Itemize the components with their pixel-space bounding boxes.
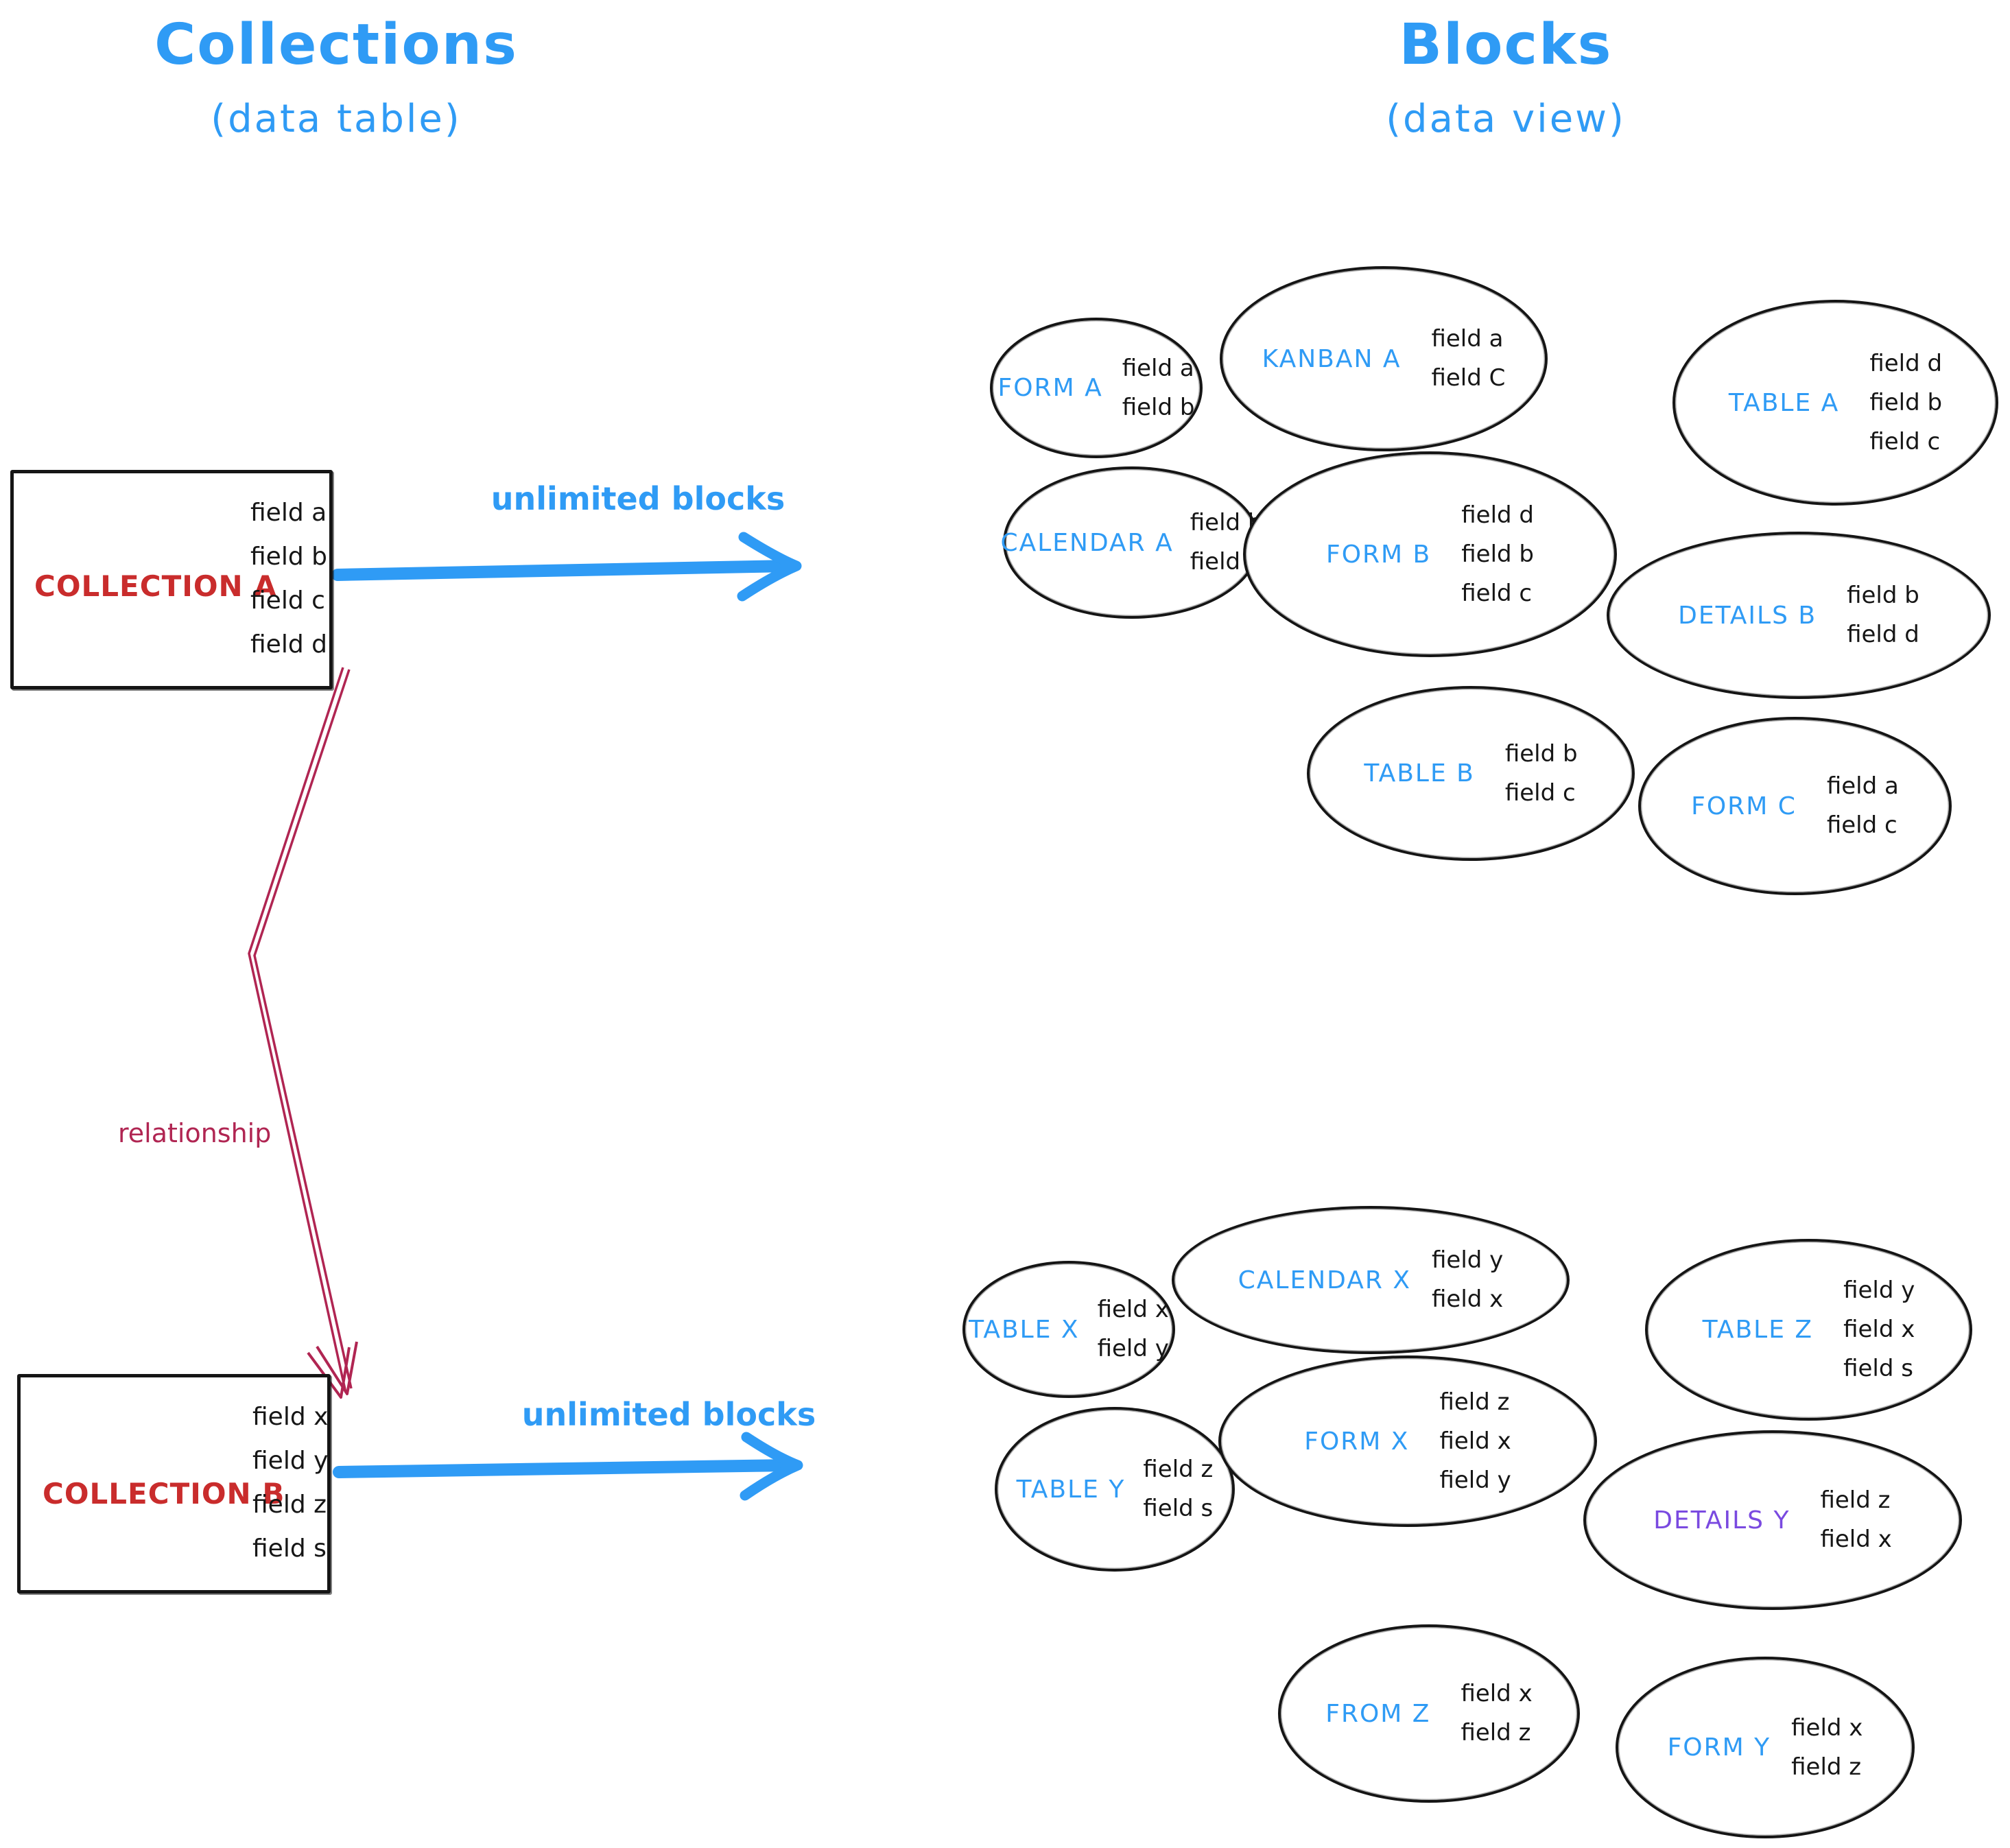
field: field a: [250, 499, 327, 527]
block-form-c: FORM C field a field c: [1638, 717, 1952, 895]
field: field s: [252, 1535, 327, 1563]
field: field y: [252, 1447, 329, 1475]
block-fields: field x field z: [1791, 1714, 1863, 1781]
unlimited-blocks-label-bottom: unlimited blocks: [521, 1396, 816, 1433]
block-fields: field x field z: [1461, 1680, 1533, 1746]
block-fields: field y field x: [1432, 1246, 1504, 1313]
collection-a-box: COLLECTION A field a field b field c fie…: [10, 470, 333, 689]
block-form-y: FORM Y field x field z: [1616, 1657, 1915, 1838]
block-fields: field x field y: [1097, 1296, 1169, 1362]
collections-subtitle: (data table): [211, 97, 462, 141]
block-fields: field a field C: [1431, 325, 1506, 392]
block-fields: field z field s: [1143, 1456, 1214, 1522]
block-table-z: TABLE Z field y field x field s: [1645, 1239, 1972, 1421]
block-table-y: TABLE Y field z field s: [995, 1407, 1235, 1572]
block-label: FORM A: [997, 374, 1103, 402]
unlimited-blocks-arrow-top: [331, 532, 802, 602]
field: field d: [250, 630, 327, 659]
block-form-x: FORM X field z field x field y: [1218, 1355, 1597, 1527]
block-label: DETAILS Y: [1653, 1506, 1790, 1535]
block-fields: field z field x field y: [1439, 1388, 1511, 1494]
unlimited-blocks-label-top: unlimited blocks: [490, 480, 785, 517]
relationship-label: relationship: [118, 1118, 272, 1148]
block-table-b: TABLE B field b field c: [1307, 686, 1635, 861]
collections-title-group: Collections (data table): [96, 12, 576, 141]
block-label: TABLE A: [1728, 388, 1840, 417]
block-form-b: FORM B field d field b field c: [1243, 451, 1617, 657]
block-fields: field y field x field s: [1843, 1277, 1915, 1382]
blocks-title-group: Blocks (data view): [1266, 12, 1746, 141]
block-label: TABLE B: [1364, 759, 1475, 787]
block-from-z: FROM Z field x field z: [1278, 1624, 1580, 1803]
block-label: KANBAN A: [1262, 344, 1402, 373]
block-label: CALENDAR A: [1000, 528, 1174, 557]
relationship-arrow: [248, 667, 358, 1399]
blocks-title: Blocks: [1399, 12, 1613, 78]
field: field x: [252, 1403, 329, 1431]
blocks-subtitle: (data view): [1386, 97, 1626, 141]
collection-b-name: COLLECTION B: [43, 1477, 285, 1511]
block-details-b: DETAILS B field b field d: [1607, 532, 1991, 699]
block-label: FORM C: [1691, 792, 1797, 820]
block-label: FORM X: [1304, 1427, 1410, 1456]
block-fields: field d field b field c: [1461, 501, 1535, 607]
block-fields: field a field c: [1826, 772, 1899, 839]
field: field b: [250, 543, 327, 571]
block-fields: field b field c: [1504, 739, 1578, 807]
collection-a-name: COLLECTION A: [34, 569, 277, 603]
unlimited-blocks-arrow-bottom: [333, 1432, 803, 1501]
block-label: TABLE Z: [1702, 1316, 1814, 1344]
block-kanban-a: KANBAN A field a field C: [1220, 266, 1548, 451]
block-details-y: DETAILS Y field z field x: [1583, 1430, 1962, 1610]
block-label: TABLE Y: [1016, 1475, 1126, 1504]
block-label: FORM B: [1325, 540, 1432, 569]
block-calendar-x: CALENDAR X field y field x: [1172, 1206, 1570, 1354]
block-fields: field d field b field c: [1869, 349, 1943, 455]
block-label: FROM Z: [1325, 1699, 1431, 1728]
block-label: TABLE X: [969, 1315, 1080, 1344]
block-fields: field z field x: [1820, 1486, 1892, 1553]
collections-title: Collections: [154, 12, 518, 78]
collection-a-fields: field a field b field c field d: [250, 491, 327, 667]
block-fields: field b field d: [1847, 582, 1919, 648]
block-label: DETAILS B: [1678, 601, 1817, 630]
block-label: CALENDAR X: [1238, 1266, 1412, 1294]
block-form-a: FORM A field a field b: [990, 318, 1203, 458]
block-table-x: TABLE X field x field y: [962, 1261, 1175, 1398]
block-table-a: TABLE A field d field b field c: [1672, 300, 1998, 506]
block-calendar-a: CALENDAR A field b field c: [1000, 466, 1263, 619]
block-fields: field a field b: [1122, 354, 1195, 421]
field: field z: [252, 1491, 327, 1519]
field: field c: [250, 587, 325, 615]
block-label: FORM Y: [1667, 1733, 1771, 1762]
collection-b-fields: field x field y field z field s: [252, 1395, 328, 1571]
collection-b-box: COLLECTION B field x field y field z fie…: [17, 1374, 331, 1594]
